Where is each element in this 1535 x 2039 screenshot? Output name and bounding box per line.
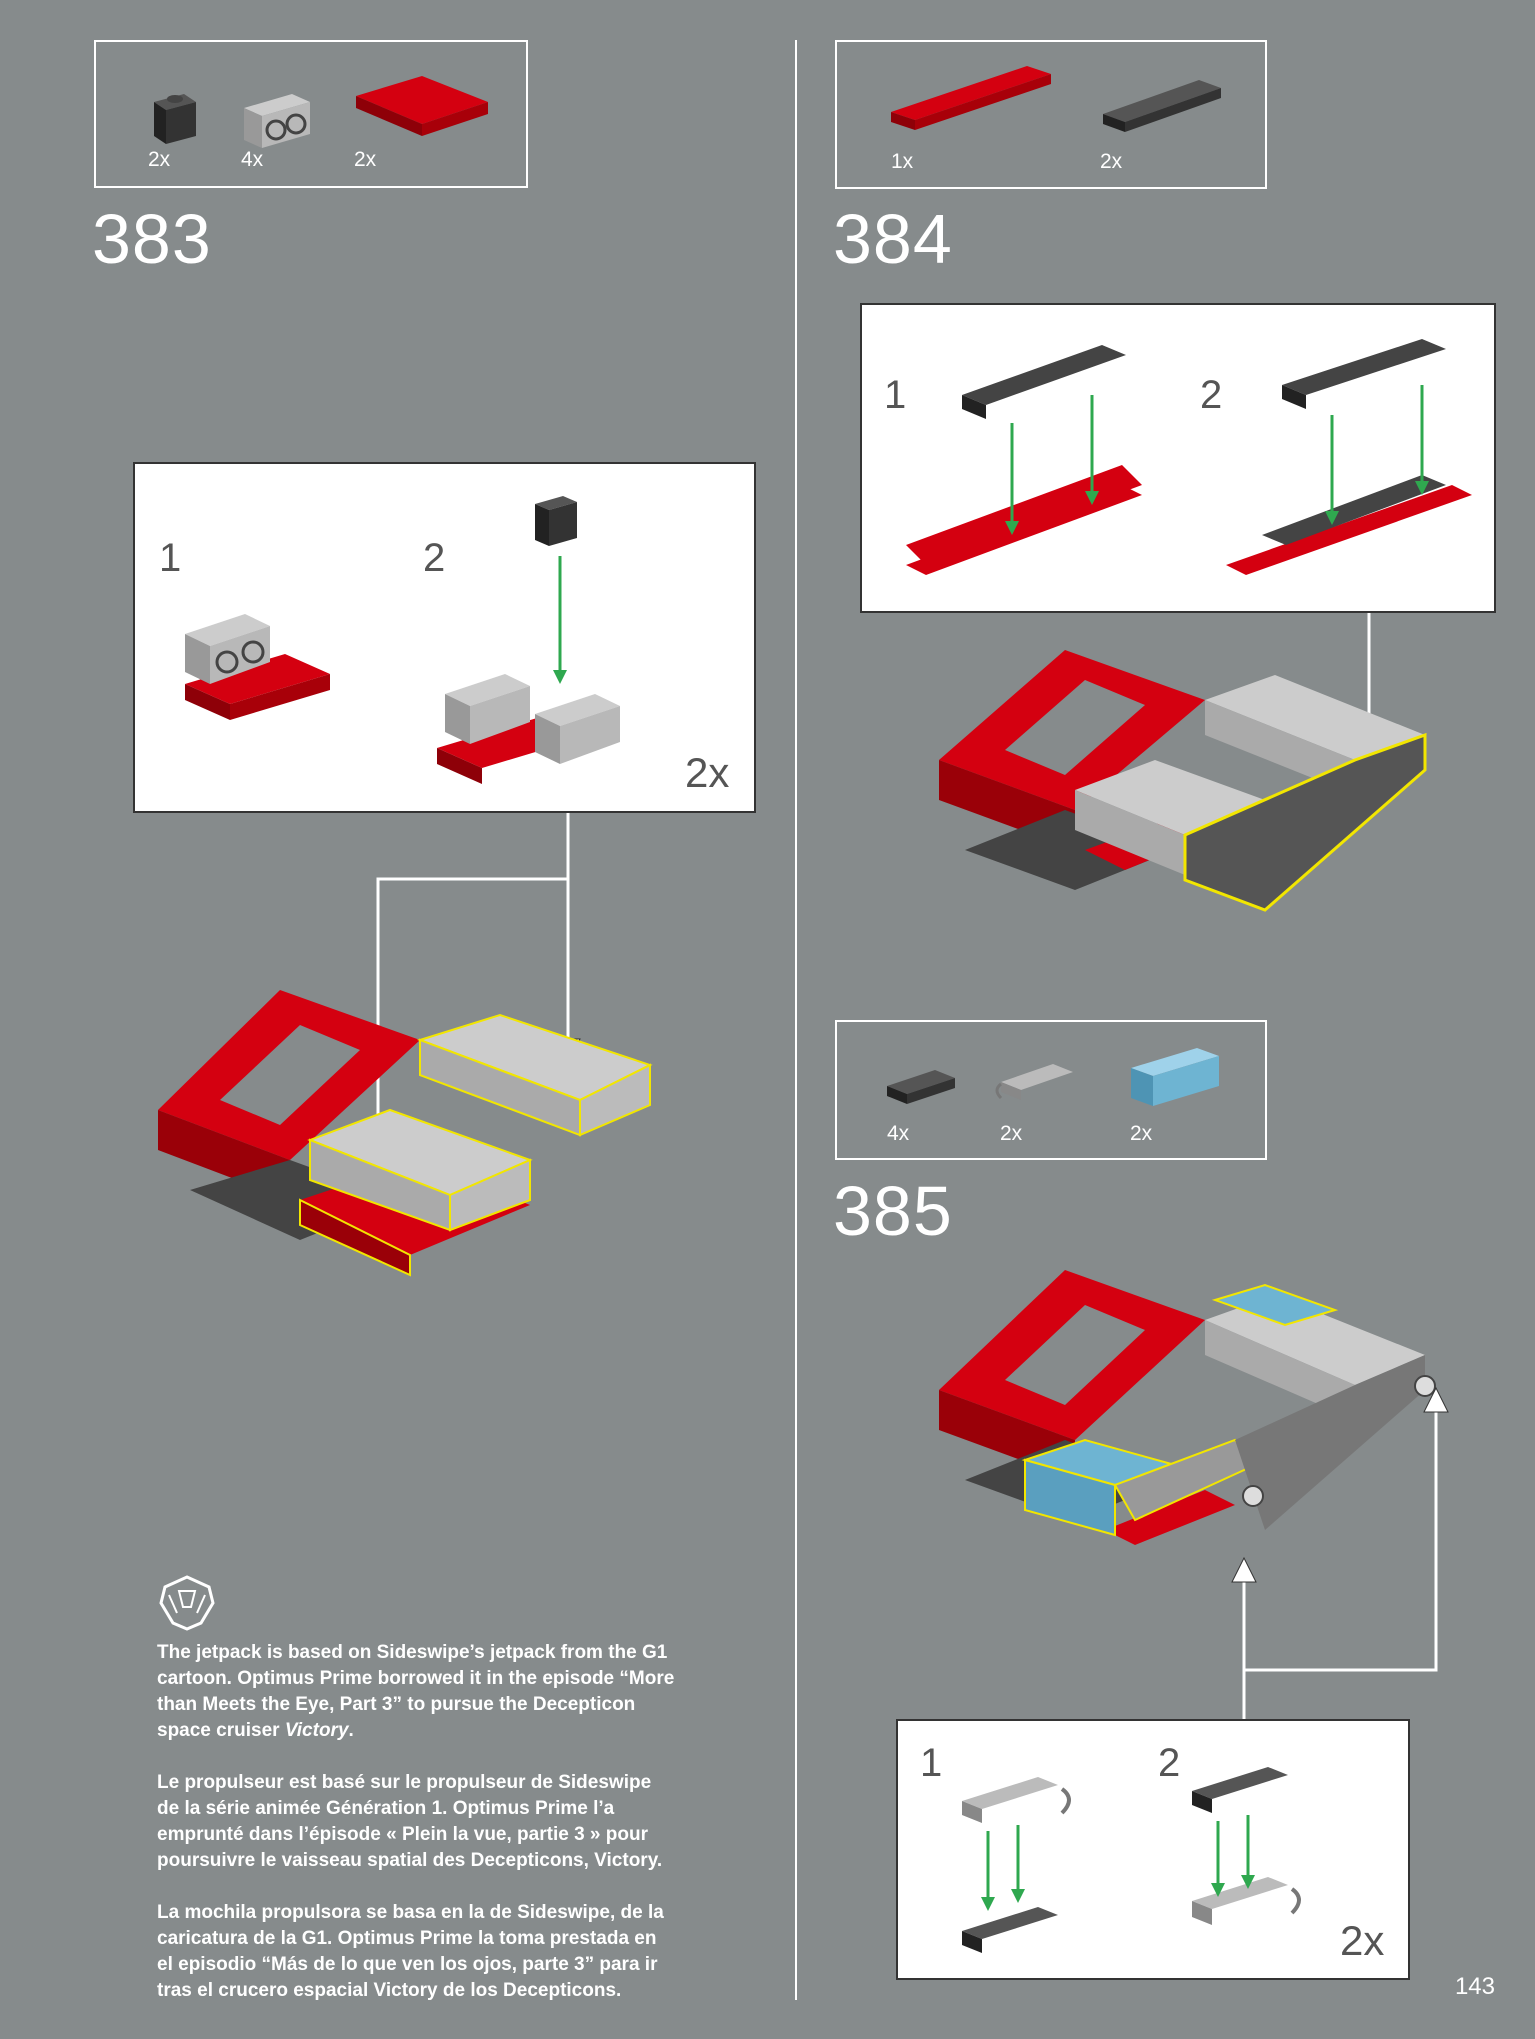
info-paragraph-es: La mochila propulsora se basa en la de S… bbox=[157, 1902, 664, 2001]
sub-step-1-illustration bbox=[906, 345, 1142, 575]
part-qty: 2x bbox=[1100, 150, 1123, 173]
autobot-insignia-icon bbox=[159, 1575, 215, 1631]
black-brick-icon bbox=[154, 94, 196, 144]
sub-assembly-385: 1 2 2x bbox=[896, 1719, 1410, 1980]
blue-brick-icon bbox=[1131, 1048, 1219, 1106]
black-plate-icon bbox=[1103, 80, 1221, 132]
part-qty: 2x bbox=[148, 148, 171, 171]
part-qty: 1x bbox=[891, 150, 914, 173]
column-divider bbox=[795, 40, 797, 2000]
sub-step-1-illustration bbox=[185, 614, 330, 720]
part-qty: 4x bbox=[241, 148, 264, 171]
step-384-model-illustration bbox=[939, 650, 1427, 912]
sub-step-label: 2 bbox=[1200, 373, 1223, 417]
sub-step-label: 2 bbox=[1158, 1741, 1181, 1785]
part-qty: 2x bbox=[354, 148, 377, 171]
info-text: The jetpack is based on Sideswipe’s jetp… bbox=[157, 1640, 677, 2030]
parts-box-384: 1x 2x bbox=[835, 40, 1267, 189]
sub-assembly-383: 1 2 2x bbox=[133, 462, 756, 813]
sub-step-label: 1 bbox=[884, 373, 907, 417]
page-number: 143 bbox=[1454, 1973, 1495, 2000]
multiplier-label: 2x bbox=[1340, 1917, 1385, 1964]
step-number-383: 383 bbox=[92, 200, 212, 278]
sub-step-label: 1 bbox=[159, 536, 182, 580]
gray-technic-brick-icon bbox=[244, 94, 310, 148]
step-385-model-illustration bbox=[939, 1270, 1436, 1545]
step-383-model-illustration bbox=[158, 990, 653, 1277]
sub-step-2-illustration bbox=[1192, 1767, 1301, 1925]
sub-step-1-illustration bbox=[962, 1777, 1071, 1953]
parts-box-385: 4x 2x 2x bbox=[835, 1020, 1267, 1160]
part-qty: 2x bbox=[1130, 1122, 1153, 1145]
info-paragraph-fr: Le propulseur est basé sur le propulseur… bbox=[157, 1772, 663, 1871]
callout-connector bbox=[1231, 1386, 1449, 1720]
step-number-385: 385 bbox=[833, 1172, 953, 1250]
part-qty: 2x bbox=[1000, 1122, 1023, 1145]
sub-step-2-illustration bbox=[437, 496, 620, 784]
multiplier-label: 2x bbox=[685, 749, 730, 796]
parts-box-383: 2x 4x 2x bbox=[94, 40, 528, 188]
step-number-384: 384 bbox=[833, 200, 953, 278]
sub-step-label: 2 bbox=[423, 536, 446, 580]
info-paragraph-en: The jetpack is based on Sideswipe’s jetp… bbox=[157, 1642, 675, 1741]
sub-assembly-384: 1 2 bbox=[860, 303, 1496, 613]
gray-clip-plate-icon bbox=[995, 1064, 1073, 1100]
black-small-plate-icon bbox=[887, 1070, 955, 1104]
red-plate-icon bbox=[356, 76, 488, 136]
part-qty: 4x bbox=[887, 1122, 910, 1145]
sub-step-2-illustration bbox=[1226, 339, 1472, 575]
sub-step-label: 1 bbox=[920, 1741, 943, 1785]
red-long-plate-icon bbox=[891, 66, 1051, 130]
